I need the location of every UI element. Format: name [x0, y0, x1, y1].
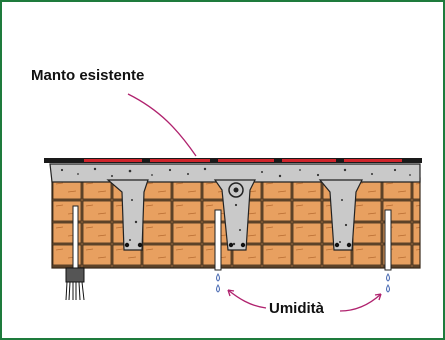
umidita-arrow-right [339, 293, 382, 312]
concrete-joist-1 [106, 179, 149, 251]
umidita-arrowhead-left [227, 289, 235, 297]
label-manto-esistente: Manto esistente [31, 67, 145, 84]
joist-ring-core [233, 187, 239, 193]
concrete-joist-3 [318, 179, 363, 251]
rebar-dots [124, 242, 352, 248]
membrane-red-strips [84, 159, 402, 162]
concrete-aggregate [60, 167, 411, 246]
label-umidita: Umidità [269, 300, 325, 317]
water-drop-icon [216, 273, 390, 293]
brush-icon [65, 267, 85, 301]
umidita-arrowhead-right [374, 293, 382, 301]
concrete-slab [49, 163, 421, 183]
concrete-joist-2 [213, 179, 256, 251]
umidita-arrow-left [227, 289, 267, 309]
manto-leader-line [127, 93, 197, 157]
